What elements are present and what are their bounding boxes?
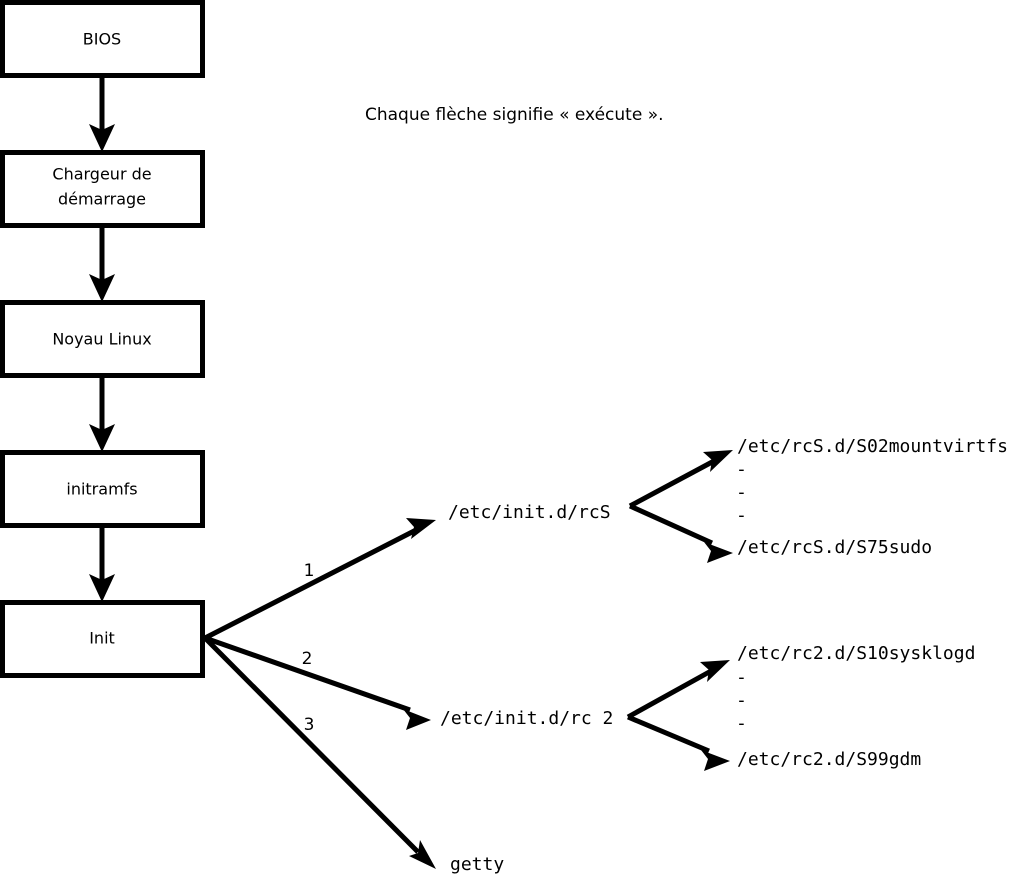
node-bios[interactable]: BIOS (0, 0, 205, 78)
rc2-ellipsis-dash-3: - (736, 713, 747, 734)
label-rcs-last-script: /etc/rcS.d/S75sudo (737, 537, 932, 558)
branch-number-1: 1 (304, 561, 315, 581)
node-bootloader[interactable]: Chargeur de démarrage (0, 150, 205, 228)
node-bootloader-rect (0, 150, 205, 228)
arrow-kernel-to-initramfs-head (89, 424, 115, 452)
node-initramfs-label: initramfs (66, 480, 137, 499)
arrow-kernel-to-initramfs (89, 376, 115, 452)
node-bios-rect (0, 0, 205, 78)
branch-number-3: 3 (304, 715, 315, 735)
label-init-d-rcs: /etc/init.d/rcS (448, 502, 611, 523)
arrow-bootloader-to-kernel (89, 226, 115, 302)
rcs-ellipsis-dash-1: - (736, 459, 747, 480)
arrow-rc2-to-last-script (627, 714, 730, 771)
node-initramfs-rect (0, 450, 205, 528)
node-bootloader-label-line1: Chargeur de (52, 165, 151, 184)
arrow-init-branch-2-head (403, 709, 431, 730)
rcs-ellipsis-dash-3: - (736, 505, 747, 526)
node-bootloader-label-line2: démarrage (58, 190, 146, 209)
arrow-initramfs-to-init (89, 526, 115, 602)
label-rc2-last-script: /etc/rc2.d/S99gdm (737, 749, 921, 770)
branch-number-2: 2 (302, 649, 313, 669)
node-init-rect (0, 600, 205, 678)
arrow-init-branch-1-head (406, 518, 436, 539)
diagram-caption: Chaque flèche signifie « exécute ». (365, 105, 664, 125)
arrow-rcs-to-first-script (628, 450, 733, 509)
arrow-init-branch-3 (203, 636, 436, 869)
rc2-ellipsis-dash-2: - (736, 690, 747, 711)
label-init-d-rc2: /etc/init.d/rc 2 (440, 708, 613, 729)
label-rc2-first-script: /etc/rc2.d/S10sysklogd (737, 643, 975, 664)
arrow-rcs-to-last-script (628, 503, 733, 563)
node-kernel-rect (0, 300, 205, 378)
node-init-label: Init (89, 629, 115, 648)
arrow-bootloader-to-kernel-head (89, 274, 115, 302)
rcs-ellipsis-dash-2: - (736, 482, 747, 503)
label-rcs-first-script: /etc/rcS.d/S02mountvirtfs (737, 436, 1008, 457)
arrow-init-branch-3-head (409, 840, 436, 869)
arrow-bios-to-bootloader (89, 76, 115, 152)
node-initramfs[interactable]: initramfs (0, 450, 205, 528)
arrow-init-branch-1 (203, 518, 436, 641)
node-bios-label: BIOS (83, 30, 121, 49)
rc2-ellipsis-dash-1: - (736, 667, 747, 688)
arrow-rcs-to-first-script-head (703, 450, 733, 472)
node-kernel-label: Noyau Linux (52, 330, 151, 349)
arrow-init-branch-2 (204, 635, 431, 730)
arrow-rc2-to-last-script-head (701, 750, 730, 771)
arrow-rc2-to-first-script (626, 660, 730, 720)
arrow-rcs-to-last-script-head (704, 542, 733, 563)
label-getty: getty (450, 854, 504, 875)
node-kernel[interactable]: Noyau Linux (0, 300, 205, 378)
arrow-initramfs-to-init-head (89, 574, 115, 602)
arrow-bios-to-bootloader-head (89, 124, 115, 152)
arrow-rc2-to-first-script-head (700, 660, 730, 682)
node-init[interactable]: Init (0, 600, 205, 678)
